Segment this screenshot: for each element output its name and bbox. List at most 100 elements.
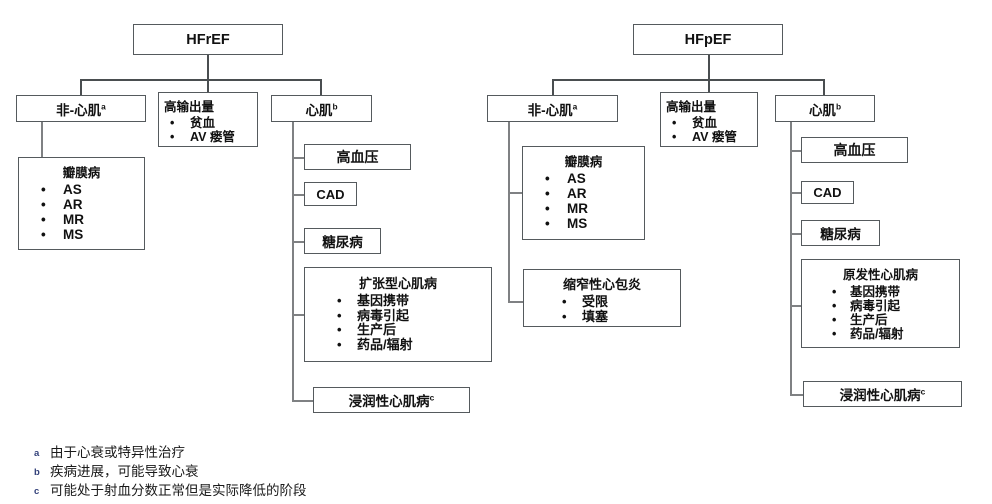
list-item: •AS — [545, 171, 586, 186]
connector-myo-to-dilated — [292, 314, 304, 316]
bullet-icon: • — [170, 116, 175, 130]
node-right-primary-cm-title: 原发性心肌病 — [842, 268, 918, 282]
node-left-myocardium[interactable]: 心肌b — [271, 95, 372, 122]
bullet-icon: • — [545, 186, 550, 202]
footnote-a: a 由于心衰或特异性治疗 — [34, 443, 307, 462]
node-left-hypertension[interactable]: 高血压 — [304, 144, 411, 170]
connector-hfref-to-highoutput — [207, 79, 209, 93]
node-left-dilated-title: 扩张型心肌病 — [358, 276, 437, 291]
connector-myo-to-hypertension-right — [790, 150, 802, 152]
list-item: •贫血 — [672, 116, 718, 130]
list-item: •生产后 — [832, 313, 888, 327]
connector-myo-to-cad — [292, 194, 304, 196]
node-left-non-cardiac-label: 非-心肌a — [56, 101, 106, 118]
footnote-a-text: 由于心衰或特异性治疗 — [50, 445, 185, 460]
superscript-a: a — [572, 101, 578, 111]
bullet-icon: • — [337, 307, 342, 323]
node-right-myocardium-label: 心肌b — [808, 101, 842, 118]
footnote-a-mark: a — [34, 448, 40, 459]
superscript-b: b — [835, 101, 842, 111]
connector-myo-to-cad-right — [790, 192, 802, 194]
list-item: •药品/辐射 — [832, 327, 904, 341]
bullet-icon: • — [832, 327, 837, 341]
node-right-myocardium[interactable]: 心肌b — [775, 95, 875, 122]
node-right-hypertension[interactable]: 高血压 — [801, 137, 908, 163]
node-left-infiltrative-cardiomyopathy[interactable]: 浸润性心肌病c — [313, 387, 470, 413]
node-left-cad[interactable]: CAD — [304, 182, 357, 206]
bullet-icon: • — [562, 294, 567, 309]
bullet-icon: • — [41, 227, 46, 243]
bullet-icon: • — [562, 308, 567, 324]
connector-myocardium-spine-left — [292, 122, 294, 400]
node-left-hypertension-label: 高血压 — [336, 149, 379, 165]
list-item: •病毒引起 — [337, 307, 410, 323]
list-item: •病毒引起 — [832, 299, 901, 313]
node-right-cad[interactable]: CAD — [801, 181, 854, 204]
bullet-icon: • — [170, 130, 175, 144]
list-item: •AR — [41, 197, 83, 213]
superscript-a: a — [101, 101, 106, 111]
list-item: •AV 瘘管 — [170, 130, 235, 144]
node-left-diabetes[interactable]: 糖尿病 — [304, 228, 381, 254]
list-item: •基因携带 — [832, 285, 901, 299]
superscript-c: c — [429, 392, 435, 403]
connector-noncardiac-to-valvular-right — [508, 192, 524, 194]
connector-hfref-stem — [207, 54, 209, 94]
connector-myo-to-infiltrative-right — [790, 394, 804, 396]
node-right-cad-label: CAD — [813, 185, 842, 200]
list-item: •MS — [545, 216, 588, 232]
bullet-icon: • — [545, 201, 550, 217]
node-right-valvular-title: 瓣膜病 — [564, 155, 603, 169]
node-right-hypertension-label: 高血压 — [833, 142, 876, 158]
connector-hfpef-to-highoutput — [708, 79, 710, 93]
right-valvular-list: •AS •AR •MR •MS — [527, 171, 640, 231]
connector-myocardium-spine-right — [790, 122, 792, 394]
connector-hfpef-stem — [708, 54, 710, 94]
bullet-icon: • — [41, 212, 46, 228]
list-item: •填塞 — [562, 308, 609, 324]
node-left-high-output[interactable]: 高输出量 •贫血 •AV 瘘管 — [158, 92, 258, 147]
bullet-icon: • — [337, 293, 342, 308]
footnote-c-text: 可能处于射血分数正常但是实际降低的阶段 — [50, 483, 307, 498]
footnote-c: c 可能处于射血分数正常但是实际降低的阶段 — [34, 481, 307, 500]
right-primary-cm-list: •基因携带 •病毒引起 •生产后 •药品/辐射 — [806, 285, 955, 341]
node-hfref-label: HFrEF — [186, 31, 230, 48]
connector-hfpef-to-noncardiac — [552, 79, 554, 95]
bullet-icon: • — [337, 336, 342, 352]
list-item: •AR — [545, 186, 587, 202]
list-item: •MR — [41, 212, 84, 228]
list-item: •MR — [545, 201, 588, 217]
list-item: •药品/辐射 — [337, 336, 413, 352]
node-left-non-cardiac[interactable]: 非-心肌a — [16, 95, 146, 122]
connector-hfref-bus — [80, 79, 321, 81]
list-item: •受限 — [562, 294, 609, 309]
node-hfref-root[interactable]: HFrEF — [133, 24, 283, 55]
node-right-non-cardiac-label: 非-心肌a — [527, 101, 578, 118]
node-right-high-output[interactable]: 高输出量 •贫血 •AV 瘘管 — [660, 92, 758, 147]
node-right-constrictive-pericarditis[interactable]: 缩窄性心包炎 •受限 •填塞 — [523, 269, 681, 327]
right-high-output-list: •贫血 •AV 瘘管 — [666, 116, 753, 144]
node-left-diabetes-label: 糖尿病 — [322, 235, 363, 250]
node-left-cad-label: CAD — [316, 186, 345, 202]
node-right-diabetes-label: 糖尿病 — [820, 227, 861, 242]
superscript-b: b — [332, 101, 338, 111]
footnote-b: b 疾病进展，可能导致心衰 — [34, 462, 307, 481]
node-hfpef-root[interactable]: HFpEF — [633, 24, 783, 55]
node-right-valvular[interactable]: 瓣膜病 •AS •AR •MR •MS — [522, 146, 645, 240]
node-left-dilated-cardiomyopathy[interactable]: 扩张型心肌病 •基因携带 •病毒引起 •生产后 •药品/辐射 — [304, 267, 492, 362]
connector-hfref-to-noncardiac — [80, 79, 82, 95]
connector-myo-to-diabetes-right — [790, 233, 802, 235]
node-right-infiltrative-cardiomyopathy[interactable]: 浸润性心肌病c — [803, 381, 962, 407]
right-pericarditis-list: •受限 •填塞 — [528, 294, 676, 324]
node-left-myocardium-label: 心肌b — [305, 101, 338, 118]
left-dilated-list: •基因携带 •病毒引起 •生产后 •药品/辐射 — [309, 293, 487, 352]
node-left-valvular[interactable]: 瓣膜病 •AS •AR •MR •MS — [18, 157, 145, 250]
connector-hfref-to-myocardium — [320, 79, 322, 95]
node-right-primary-cardiomyopathy[interactable]: 原发性心肌病 •基因携带 •病毒引起 •生产后 •药品/辐射 — [801, 259, 960, 348]
connector-hfpef-bus — [552, 79, 823, 81]
list-item: •贫血 — [170, 116, 216, 130]
node-right-non-cardiac[interactable]: 非-心肌a — [487, 95, 618, 122]
bullet-icon: • — [545, 171, 550, 186]
node-right-diabetes[interactable]: 糖尿病 — [801, 220, 880, 246]
